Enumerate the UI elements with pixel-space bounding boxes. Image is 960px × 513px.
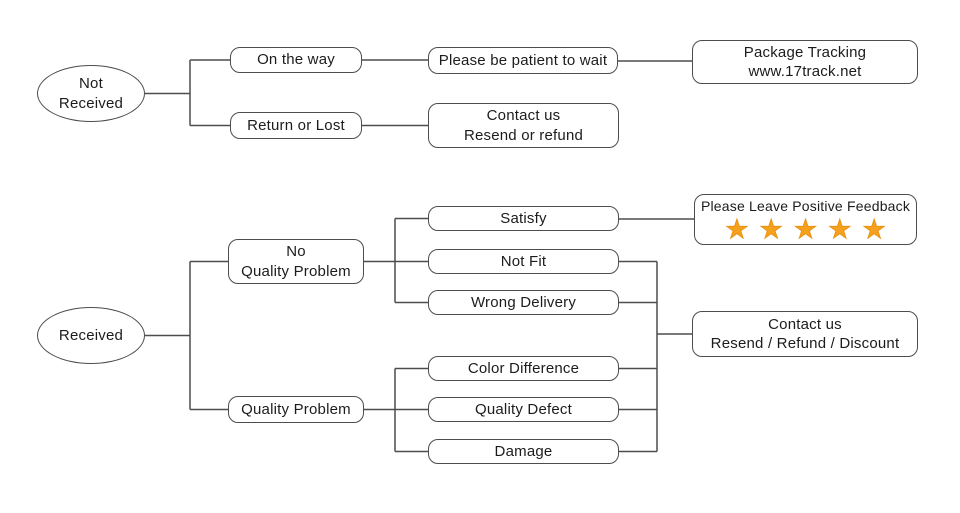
node-contact-resend-refund-discount-line1: Contact us — [768, 315, 842, 333]
node-damage: Damage — [428, 439, 619, 464]
node-contact-resend-refund-line2: Resend or refund — [463, 126, 584, 144]
node-package-tracking-line1: Package Tracking — [743, 43, 867, 61]
node-color-difference: Color Difference — [428, 356, 619, 381]
node-damage-label: Damage — [494, 442, 553, 460]
node-wrong-delivery-label: Wrong Delivery — [470, 293, 577, 311]
node-package-tracking-url: www.17track.net — [748, 63, 862, 80]
node-quality-problem: Quality Problem — [228, 396, 364, 423]
node-not-received-line1: Not — [79, 75, 103, 92]
node-no-quality-problem-line2: Quality Problem — [241, 262, 351, 280]
five-star-rating-icon: ★★★★★ — [725, 213, 897, 244]
node-not-received: Not Received — [37, 65, 145, 122]
node-satisfy: Satisfy — [428, 206, 619, 231]
node-received: Received — [37, 307, 145, 364]
node-positive-feedback: Please Leave Positive Feedback ★★★★★ — [694, 194, 917, 245]
node-received-label: Received — [58, 326, 124, 344]
node-not-fit: Not Fit — [428, 249, 619, 274]
node-contact-resend-refund-line1: Contact us — [486, 107, 561, 124]
node-return-or-lost: Return or Lost — [230, 112, 362, 139]
node-contact-resend-refund: Contact us Resend or refund — [428, 103, 619, 148]
node-wrong-delivery: Wrong Delivery — [428, 290, 619, 315]
node-on-the-way: On the way — [230, 47, 362, 73]
node-not-fit-label: Not Fit — [500, 252, 547, 270]
node-satisfy-label: Satisfy — [500, 209, 547, 227]
node-contact-resend-refund-discount: Contact us Resend / Refund / Discount — [692, 311, 918, 357]
node-contact-resend-refund-discount-line2: Resend / Refund / Discount — [710, 335, 900, 352]
node-no-quality-problem: No Quality Problem — [228, 239, 364, 284]
node-positive-feedback-title: Please Leave Positive Feedback — [700, 198, 911, 215]
node-return-or-lost-label: Return or Lost — [247, 116, 345, 134]
node-color-difference-label: Color Difference — [467, 359, 580, 377]
node-not-received-line2: Received — [58, 94, 124, 112]
node-please-be-patient-label: Please be patient to wait — [438, 51, 608, 69]
node-package-tracking: Package Tracking www.17track.net — [692, 40, 918, 84]
node-quality-problem-label: Quality Problem — [241, 400, 351, 418]
node-please-be-patient: Please be patient to wait — [428, 47, 618, 74]
node-no-quality-problem-line1: No — [286, 243, 306, 260]
node-quality-defect: Quality Defect — [428, 397, 619, 422]
node-on-the-way-label: On the way — [257, 51, 335, 69]
node-quality-defect-label: Quality Defect — [474, 400, 572, 418]
